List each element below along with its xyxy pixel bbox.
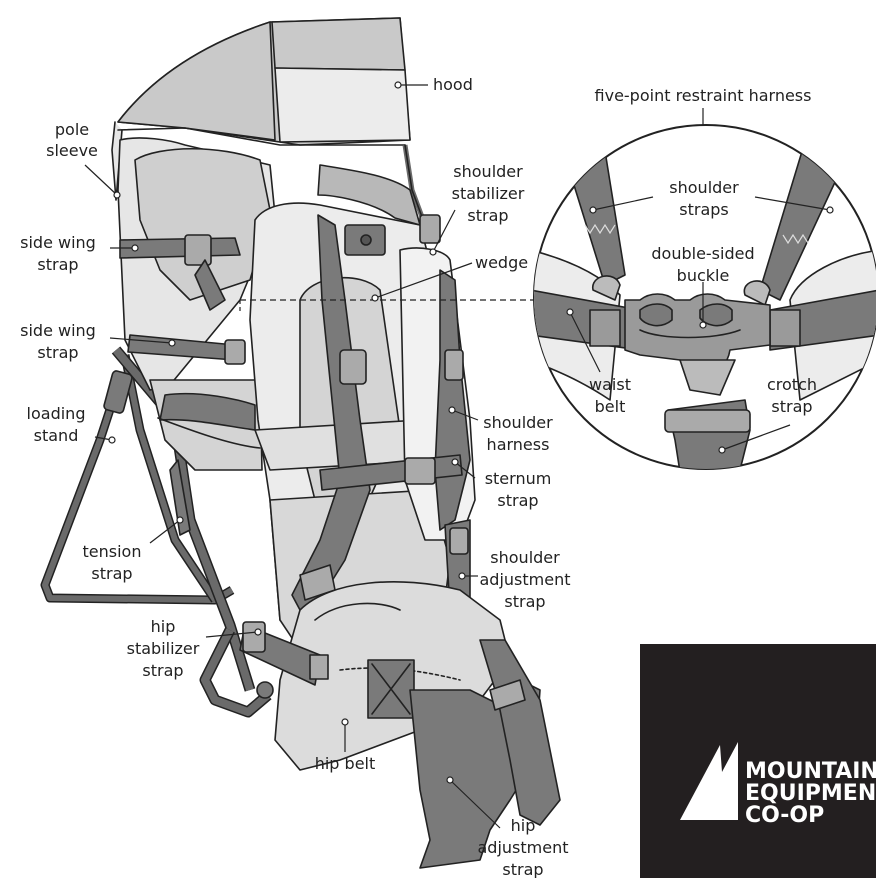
label-shoulder-adjustment-2: adjustment [480, 570, 571, 589]
label-shoulder-stabilizer-1: shoulder [453, 162, 523, 181]
label-hip-stabilizer-3: strap [142, 661, 183, 680]
label-shoulder-straps-2: straps [679, 200, 728, 219]
label-shoulder-stabilizer-3: strap [467, 206, 508, 225]
label-loading-stand-2: stand [34, 426, 79, 445]
label-hip-stabilizer-1: hip [151, 617, 176, 636]
label-side-wing-strap-1b: strap [37, 255, 78, 274]
label-tension-strap-1: tension [83, 542, 142, 561]
label-waist-belt-2: belt [595, 397, 626, 416]
label-shoulder-harness-1: shoulder [483, 413, 553, 432]
label-side-wing-strap-2b: strap [37, 343, 78, 362]
label-shoulder-harness-2: harness [487, 435, 550, 454]
label-pole-sleeve-1: pole [55, 120, 89, 139]
label-waist-belt-1: waist [589, 375, 631, 394]
label-hip-adjustment-3: strap [502, 860, 543, 878]
label-wedge: wedge [475, 253, 528, 272]
label-double-sided-buckle-1: double-sided [651, 244, 754, 263]
label-hip-belt: hip belt [315, 754, 376, 773]
mec-logo: MOUNTAIN EQUIPMENT CO-OP [640, 644, 876, 878]
label-sternum-strap-1: sternum [485, 469, 552, 488]
label-hood: hood [433, 75, 473, 94]
label-hip-adjustment-1: hip [511, 816, 536, 835]
label-side-wing-strap-1a: side wing [20, 233, 96, 252]
label-shoulder-stabilizer-2: stabilizer [452, 184, 525, 203]
label-hip-adjustment-2: adjustment [478, 838, 569, 857]
label-shoulder-adjustment-1: shoulder [490, 548, 560, 567]
label-tension-strap-2: strap [91, 564, 132, 583]
label-pole-sleeve-2: sleeve [46, 141, 98, 160]
label-hip-stabilizer-2: stabilizer [127, 639, 200, 658]
label-crotch-strap-2: strap [771, 397, 812, 416]
label-harness-title: five-point restraint harness [595, 86, 812, 105]
label-shoulder-straps-1: shoulder [669, 178, 739, 197]
carrier-illustration [45, 18, 560, 868]
label-side-wing-strap-2a: side wing [20, 321, 96, 340]
label-loading-stand-1: loading [27, 404, 86, 423]
logo-line-3: CO-OP [745, 803, 824, 828]
label-sternum-strap-2: strap [497, 491, 538, 510]
label-double-sided-buckle-2: buckle [677, 266, 730, 285]
label-shoulder-adjustment-3: strap [504, 592, 545, 611]
label-crotch-strap-1: crotch [767, 375, 817, 394]
